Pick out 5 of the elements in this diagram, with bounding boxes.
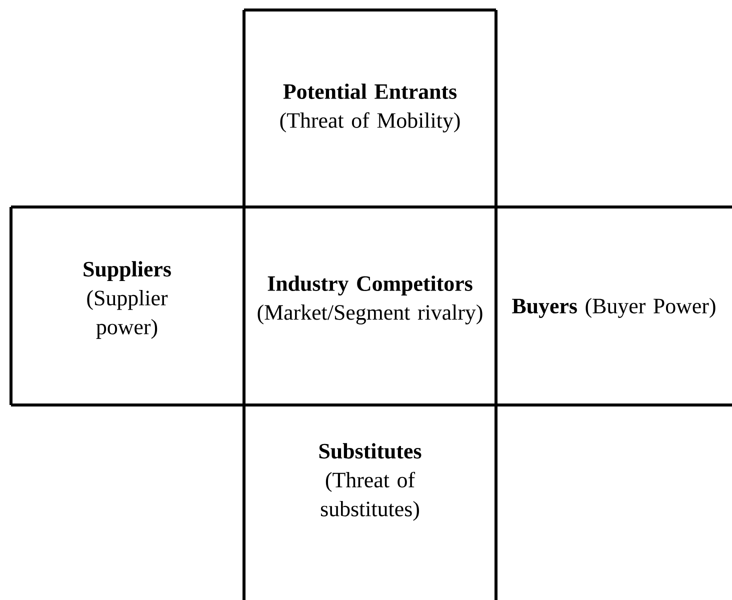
table-cell: Substitutes (Threat of substitutes) (319, 443, 422, 521)
table-cell: Industry Competitors (Market/Segment rivalry) (258, 276, 482, 324)
table-cell: Potential Entrants (Threat of Mobility) (280, 84, 460, 132)
table-cell: Buyers (Buyer Power) (512, 298, 716, 318)
table-cell: Suppliers (Supplier power) (84, 261, 171, 339)
